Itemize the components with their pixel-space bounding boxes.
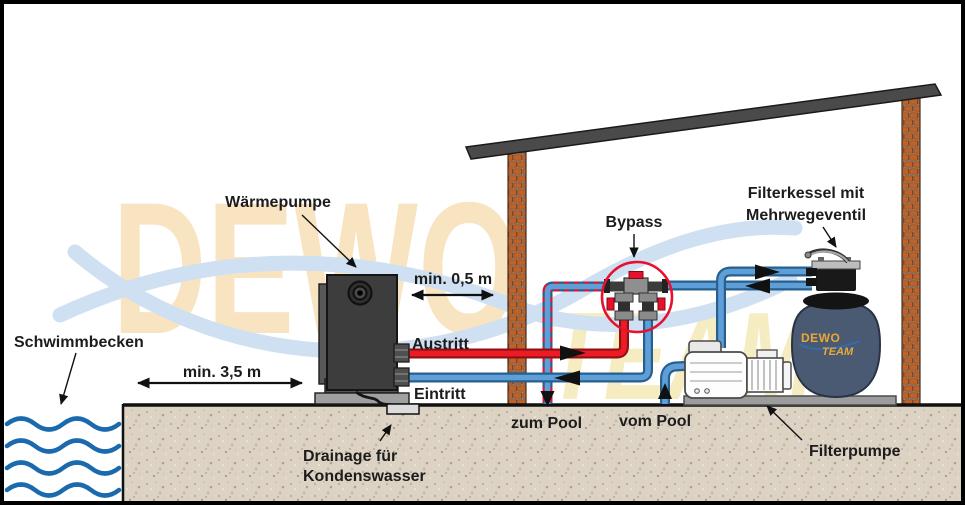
heat-pump-base-slab [314, 392, 410, 405]
multiway-valve-top-plate [811, 260, 861, 270]
filter-pump [684, 340, 792, 399]
heat-pump-fittings [393, 343, 410, 387]
bypass-valve-handle-top [628, 271, 644, 279]
label-min-0-5m: min. 0,5 m [414, 271, 492, 288]
multiway-valve-body [816, 267, 856, 291]
ground-texture [123, 405, 962, 502]
vessel-logo-swoosh [798, 340, 861, 350]
pool-water-waves [4, 416, 122, 498]
label-waermepumpe: Wärmepumpe [225, 194, 331, 211]
flow-arrow-left-return [745, 278, 770, 294]
label-filterkessel-line2: Mehrwegeventil [746, 207, 866, 224]
ground [121, 403, 962, 502]
pipe-warm-outlet [404, 314, 629, 359]
valve-port-bottom [806, 278, 817, 286]
bypass-assembly [600, 260, 674, 334]
label-min-3-5m: min. 3,5 m [183, 364, 261, 381]
label-bypass: Bypass [606, 214, 663, 231]
pointer-schwimmbecken [59, 352, 77, 405]
brick-pillar-left [507, 151, 527, 406]
pipe-to-pool-mixed [542, 281, 609, 404]
valve-port-top [806, 268, 817, 276]
pointer-drainage [379, 424, 392, 442]
label-drainage-line2: Kondenswasser [303, 468, 426, 485]
label-filterpumpe: Filterpumpe [809, 443, 901, 460]
pointer-filterpumpe [766, 405, 803, 441]
valve-handle [809, 250, 849, 263]
flow-arrow-down-to-pool [540, 391, 555, 407]
filter-vessel: DEWO TEAM [790, 292, 882, 399]
brick-pillar-right [901, 94, 921, 406]
pump-end-cap [782, 361, 792, 390]
vessel-logo-team: TEAM [822, 346, 854, 358]
multiway-valve [804, 248, 861, 291]
pipe-from-pool [660, 360, 695, 404]
roof-beam [464, 83, 943, 160]
flow-arrows [540, 264, 780, 407]
label-austritt: Austritt [412, 336, 470, 353]
flow-arrow-up-from-pool [658, 383, 672, 399]
heat-pump-vent-icon [347, 280, 373, 306]
bypass-valve-left [606, 292, 634, 321]
flow-arrow-left-cold [554, 370, 580, 386]
valve-clamp [818, 257, 824, 261]
label-drainage-line1: Drainage für [303, 448, 397, 465]
drainage-tray [386, 403, 420, 415]
label-zum-pool: zum Pool [511, 415, 582, 432]
label-schwimmbecken: Schwimmbecken [14, 334, 144, 351]
bypass-highlight-circle [600, 260, 674, 334]
label-eintritt: Eintritt [414, 386, 466, 403]
pipe-pump-to-valve [716, 266, 812, 348]
vessel-logo-dewo: DEWO [801, 331, 840, 345]
filter-vessel-collar [803, 292, 869, 310]
heat-pump [314, 274, 420, 415]
label-vom-pool: vom Pool [619, 413, 691, 430]
pipe-cold-inlet [404, 314, 653, 383]
piping [404, 266, 812, 404]
labels: Schwimmbecken min. 3,5 m Wärmepumpe min.… [14, 185, 901, 485]
label-filterkessel-line1: Filterkessel mit [748, 185, 865, 202]
valve-handle-knob [804, 251, 812, 259]
bypass-valve-right [638, 292, 666, 321]
flow-arrow-right-warm [560, 345, 586, 361]
equipment-platform [683, 395, 897, 406]
pointer-waermepumpe [301, 214, 357, 268]
flow-arrow-right-supply [755, 264, 780, 280]
pointer-filterkessel [822, 226, 837, 248]
pointer-arrows [59, 214, 837, 442]
